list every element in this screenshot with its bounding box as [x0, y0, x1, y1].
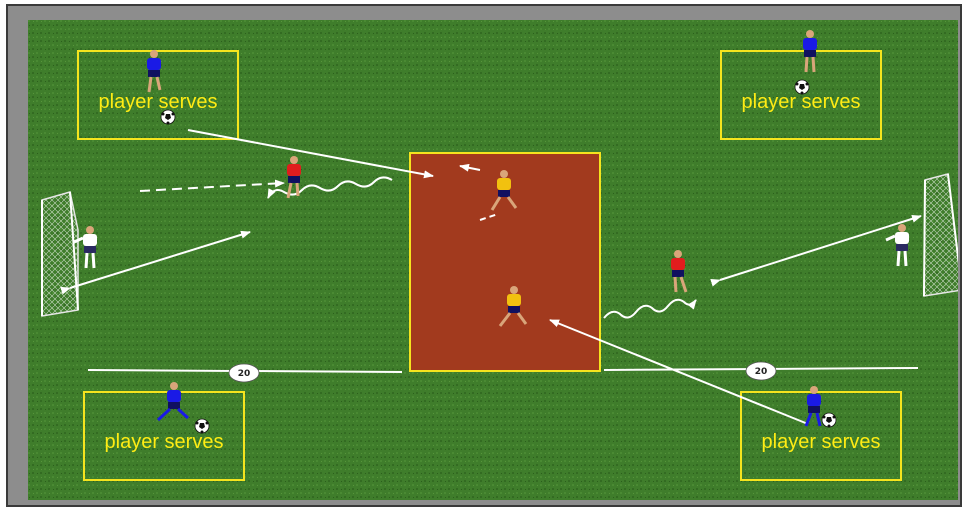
ball-icon [795, 80, 809, 95]
ball-icon [822, 413, 836, 428]
soccer-pitch: player serves player serves player serve… [28, 20, 958, 500]
diagram-frame: player serves player serves player serve… [6, 4, 962, 507]
serve-label-top-left: player serves [99, 91, 218, 113]
serve-label-bottom-left: player serves [105, 431, 224, 453]
distance-marker-left: 20 [229, 364, 259, 382]
ball-icon [195, 419, 209, 434]
serve-label-bottom-right: player serves [762, 431, 881, 453]
goal-icon-left [42, 192, 78, 316]
distance-label-left: 20 [238, 369, 251, 379]
distance-label-right: 20 [755, 367, 768, 377]
distance-marker-right: 20 [746, 362, 776, 380]
ball-icon [161, 110, 175, 125]
